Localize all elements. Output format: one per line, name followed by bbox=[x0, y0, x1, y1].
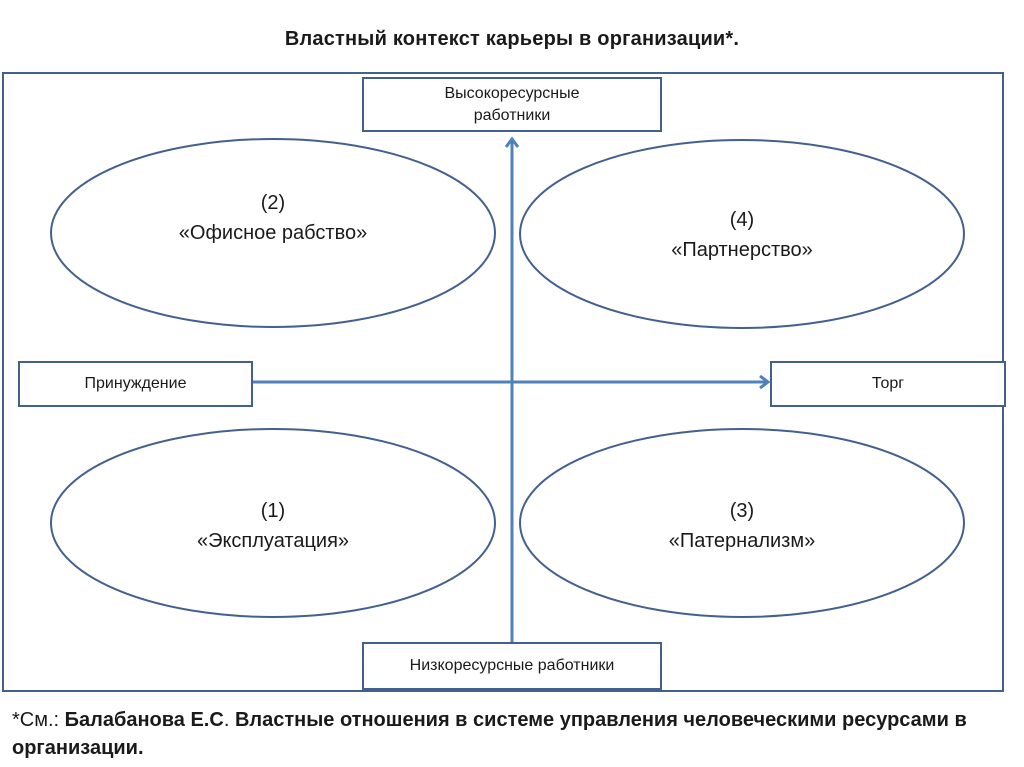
footnote-dot: . bbox=[223, 709, 235, 731]
quadrant-office-slavery: (2) «Офисное рабство» bbox=[73, 188, 473, 248]
quadrant-paternalism: (3) «Патернализм» bbox=[542, 496, 942, 556]
quadrant-label: «Патернализм» bbox=[668, 530, 816, 552]
quadrant-partnership: (4) «Партнерство» bbox=[542, 205, 942, 265]
ellipse-office-slavery bbox=[50, 138, 496, 328]
ellipse-partnership bbox=[519, 139, 965, 329]
ellipse-paternalism bbox=[519, 428, 965, 618]
quadrant-label: «Эксплуатация» bbox=[196, 530, 350, 552]
quadrant-number: (4) bbox=[729, 209, 755, 231]
quadrant-number: (3) bbox=[729, 500, 755, 522]
quadrant-label: «Офисное рабство» bbox=[178, 222, 368, 244]
axis-bottom-label: Низкоресурсные работники bbox=[409, 657, 615, 674]
footnote: *См.: Балабанова Е.С. Властные отношения… bbox=[12, 706, 1012, 762]
footnote-prefix: *См.: bbox=[12, 709, 65, 731]
axis-bottom-box: Низкоресурсные работники bbox=[362, 642, 662, 690]
axis-top-box: Высокоресурсные работники bbox=[362, 77, 662, 132]
quadrant-label: «Партнерство» bbox=[671, 239, 813, 261]
page-title: Властный контекст карьеры в организации*… bbox=[284, 28, 740, 50]
quadrant-number: (1) bbox=[260, 500, 286, 522]
axis-right-box: Торг bbox=[770, 361, 1006, 407]
axis-left-box: Принуждение bbox=[18, 361, 253, 407]
quadrant-exploitation: (1) «Эксплуатация» bbox=[73, 496, 473, 556]
ellipse-exploitation bbox=[50, 428, 496, 618]
quadrant-number: (2) bbox=[260, 192, 286, 214]
footnote-author: Балабанова Е.С bbox=[64, 709, 224, 731]
axis-left-label: Принуждение bbox=[84, 375, 187, 392]
axis-top-label: Высокоресурсные работники bbox=[444, 84, 580, 124]
axis-right-label: Торг bbox=[871, 375, 905, 392]
footnote-text: Властные отношения в системе управления … bbox=[12, 709, 967, 759]
